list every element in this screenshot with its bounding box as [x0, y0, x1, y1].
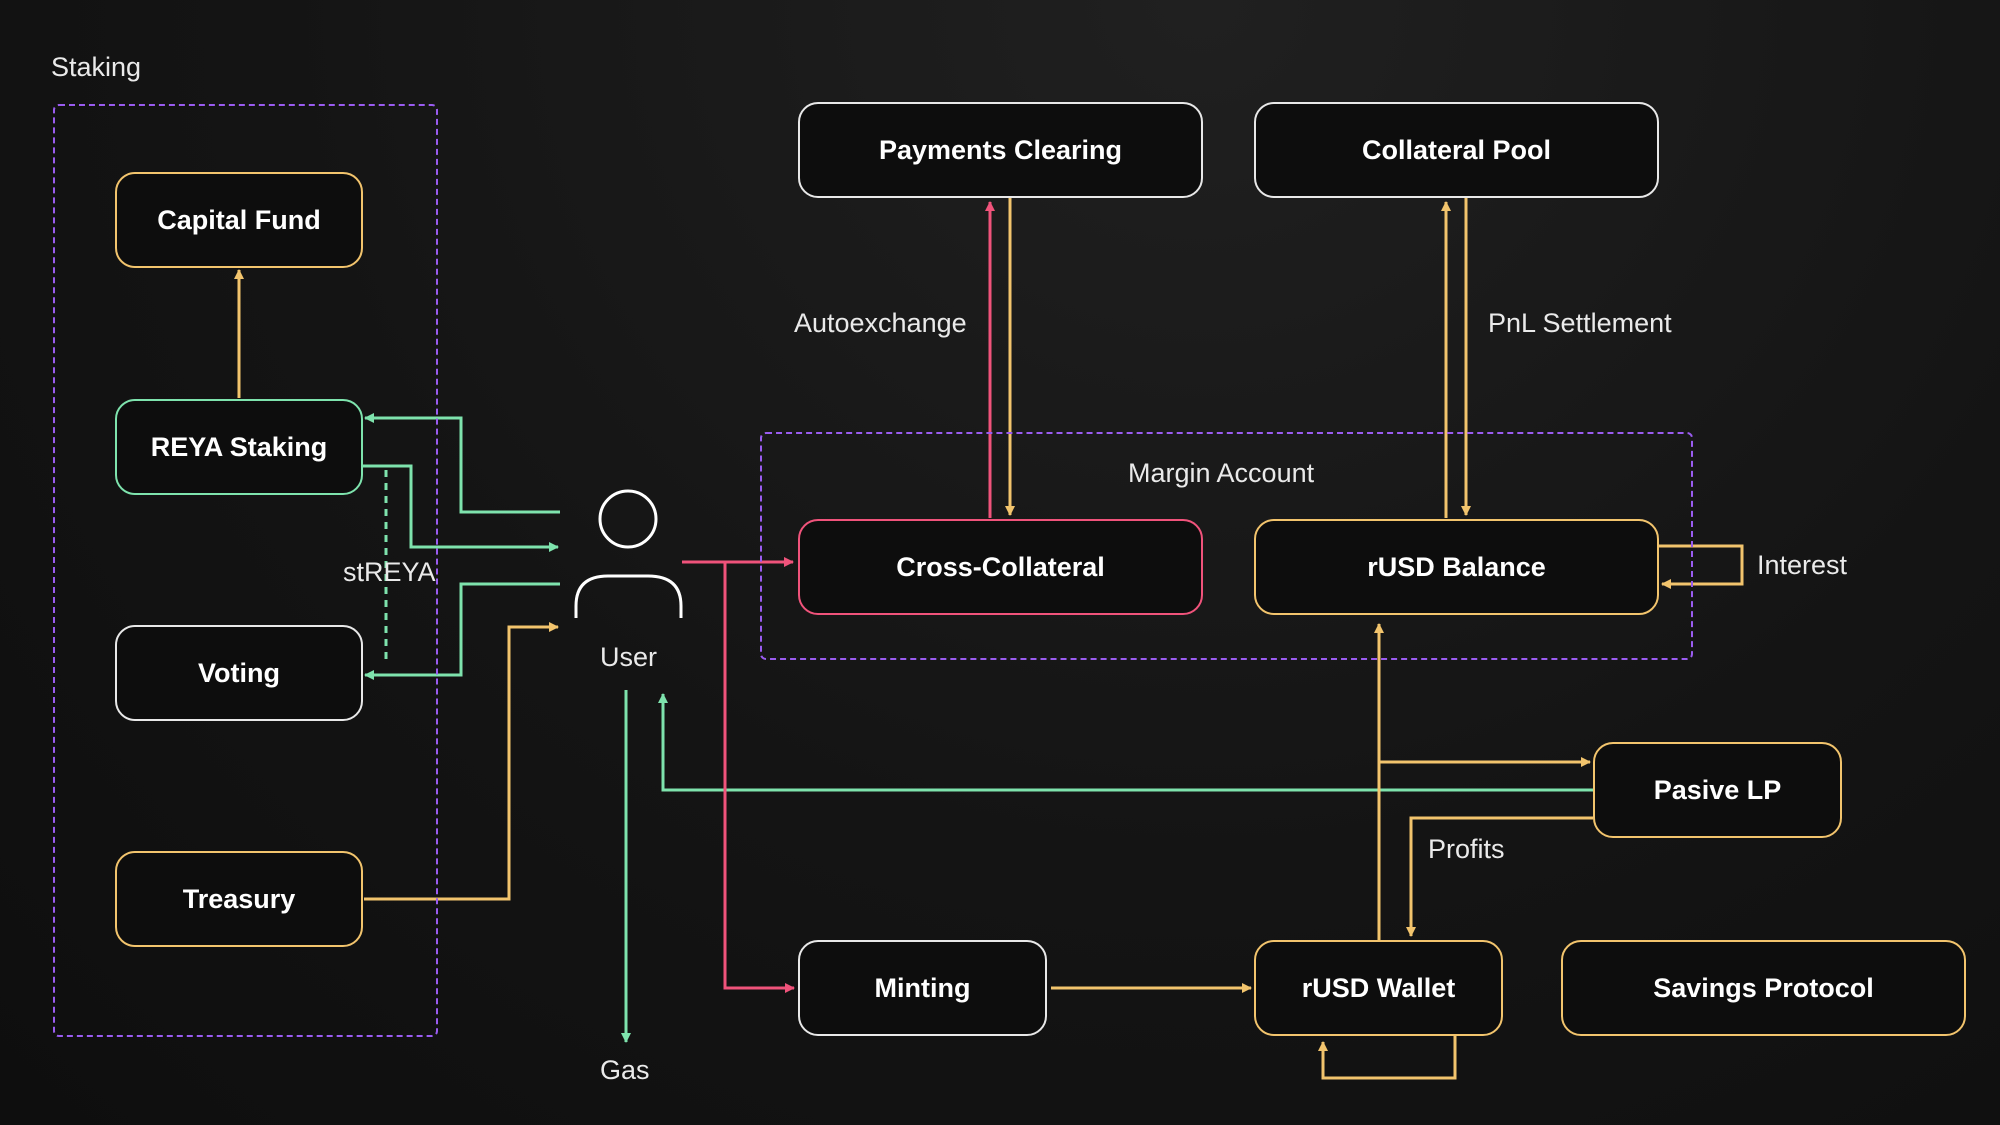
autoexchange-label: Autoexchange: [794, 308, 967, 338]
edge-user-to-minting: [723, 562, 795, 993]
margin-account-group: [760, 432, 1693, 660]
node-rusd-wallet[interactable]: rUSD Wallet: [1254, 940, 1503, 1036]
node-collateral-pool[interactable]: Collateral Pool: [1254, 102, 1659, 198]
node-cross-collateral[interactable]: Cross-Collateral: [798, 519, 1203, 615]
gas-label: Gas: [600, 1055, 650, 1085]
pnl-settlement-label: PnL Settlement: [1488, 308, 1672, 338]
edge-user-to-voting: [364, 582, 560, 680]
edge-reya-staking-to-user: [363, 464, 559, 552]
node-payments-clearing[interactable]: Payments Clearing: [798, 102, 1203, 198]
edge-rusd-wallet-loop: [1318, 1036, 1457, 1080]
user-label: User: [600, 642, 658, 672]
node-rusd-balance[interactable]: rUSD Balance: [1254, 519, 1659, 615]
edge-pasive-lp-to-user: [658, 693, 1593, 792]
edge-interest-loop: [1658, 544, 1744, 589]
node-capital-fund[interactable]: Capital Fund: [115, 172, 363, 268]
node-treasury[interactable]: Treasury: [115, 851, 363, 947]
staking-group-title: Staking: [51, 52, 142, 82]
interest-label: Interest: [1757, 550, 1848, 580]
edge-pasive-lp-profits: [1406, 816, 1593, 937]
streya-label: stREYA: [343, 557, 436, 587]
node-minting[interactable]: Minting: [798, 940, 1047, 1036]
margin-account-group-title: Margin Account: [1128, 458, 1315, 488]
user-icon: [574, 489, 683, 618]
node-pasive-lp[interactable]: Pasive LP: [1593, 742, 1842, 838]
node-voting[interactable]: Voting: [115, 625, 363, 721]
node-savings-protocol[interactable]: Savings Protocol: [1561, 940, 1966, 1036]
edge-user-to-reya-staking: [364, 413, 560, 514]
profits-label: Profits: [1428, 834, 1505, 864]
staking-group: [53, 104, 438, 1037]
node-reya-staking[interactable]: REYA Staking: [115, 399, 363, 495]
